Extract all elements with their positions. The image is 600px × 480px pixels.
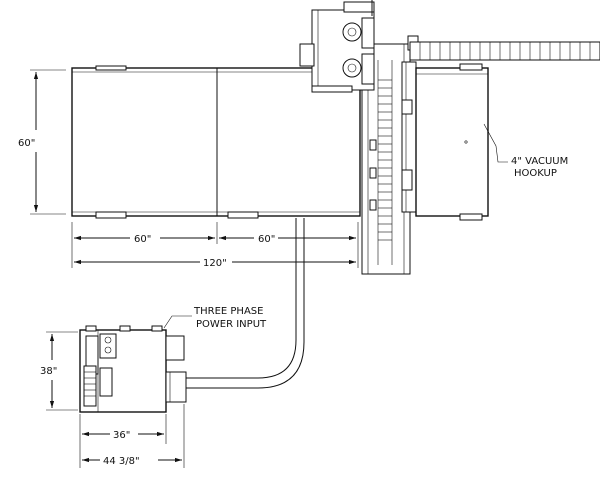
power-label-line1: THREE PHASE xyxy=(193,306,263,317)
cabinet-height-label: 38" xyxy=(40,366,57,377)
cabinet-terminal-block xyxy=(84,371,96,397)
spindle-motors xyxy=(342,17,375,85)
cabinet-width-label: 36" xyxy=(113,430,130,441)
rail-hatching xyxy=(419,42,591,60)
cabinet-width-dimensions: 36" 44 3/8" xyxy=(79,404,185,468)
gantry-rail-ticks xyxy=(378,79,392,241)
cabinet-height-dimension: 38" xyxy=(40,331,78,411)
gantry-assembly xyxy=(299,0,419,275)
table-height-label: 60" xyxy=(18,138,35,149)
table-total-width-label: 120" xyxy=(203,258,227,269)
table-width-dimensions: 60" 60" 120" xyxy=(71,222,359,269)
left-half-width-label: 60" xyxy=(134,234,151,245)
vacuum-label-line2: HOOKUP xyxy=(514,168,557,179)
vacuum-pump xyxy=(415,63,489,221)
right-half-width-label: 60" xyxy=(258,234,275,245)
vacuum-label-line1: 4" VACUUM xyxy=(511,156,568,167)
cabinet-overall-width-label: 44 3/8" xyxy=(103,456,140,467)
power-input-callout: THREE PHASE POWER INPUT xyxy=(163,306,267,330)
table-height-dimension: 60" xyxy=(18,69,66,215)
control-cabinet xyxy=(79,325,187,413)
overhead-rail xyxy=(409,41,600,61)
vacuum-hookup-callout: 4" VACUUM HOOKUP xyxy=(483,123,568,179)
power-label-line2: POWER INPUT xyxy=(196,319,267,330)
power-conduit xyxy=(186,218,305,389)
